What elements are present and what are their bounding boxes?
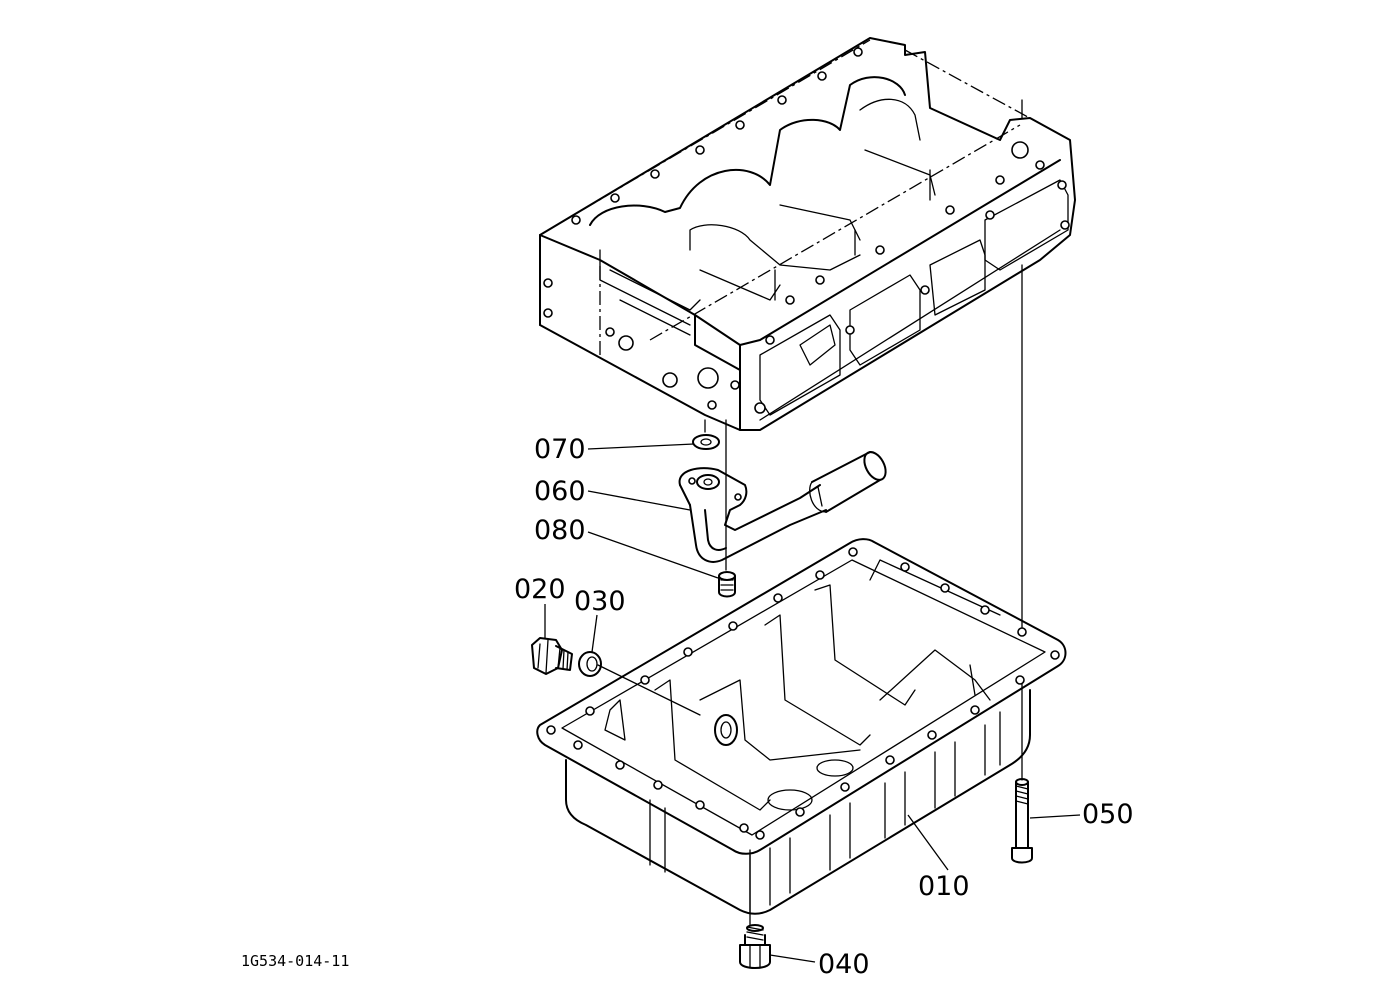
gasket-030 [578, 651, 602, 677]
callout-070: 070 [534, 434, 586, 465]
leader-lines [544, 443, 1081, 963]
alignment-lines [597, 99, 1023, 926]
bolt-050 [1011, 778, 1033, 864]
crankcase-block [539, 37, 1076, 431]
bolt-040 [739, 924, 771, 969]
callout-060: 060 [534, 476, 586, 507]
callout-050: 050 [1082, 799, 1134, 830]
callout-040: 040 [818, 949, 870, 980]
callout-010: 010 [918, 871, 970, 902]
callout-labels: 010 020 030 040 050 060 070 080 [514, 434, 1134, 980]
washer-070 [692, 434, 720, 450]
drain-plug-020 [531, 637, 573, 675]
oil-pan-010 [536, 538, 1067, 915]
callout-030: 030 [574, 586, 626, 617]
bolt-080 [718, 571, 736, 598]
figure-id: 1G534-014-11 [241, 952, 349, 970]
callout-080: 080 [534, 515, 586, 546]
oil-strainer-060 [678, 451, 887, 563]
callout-020: 020 [514, 574, 566, 605]
